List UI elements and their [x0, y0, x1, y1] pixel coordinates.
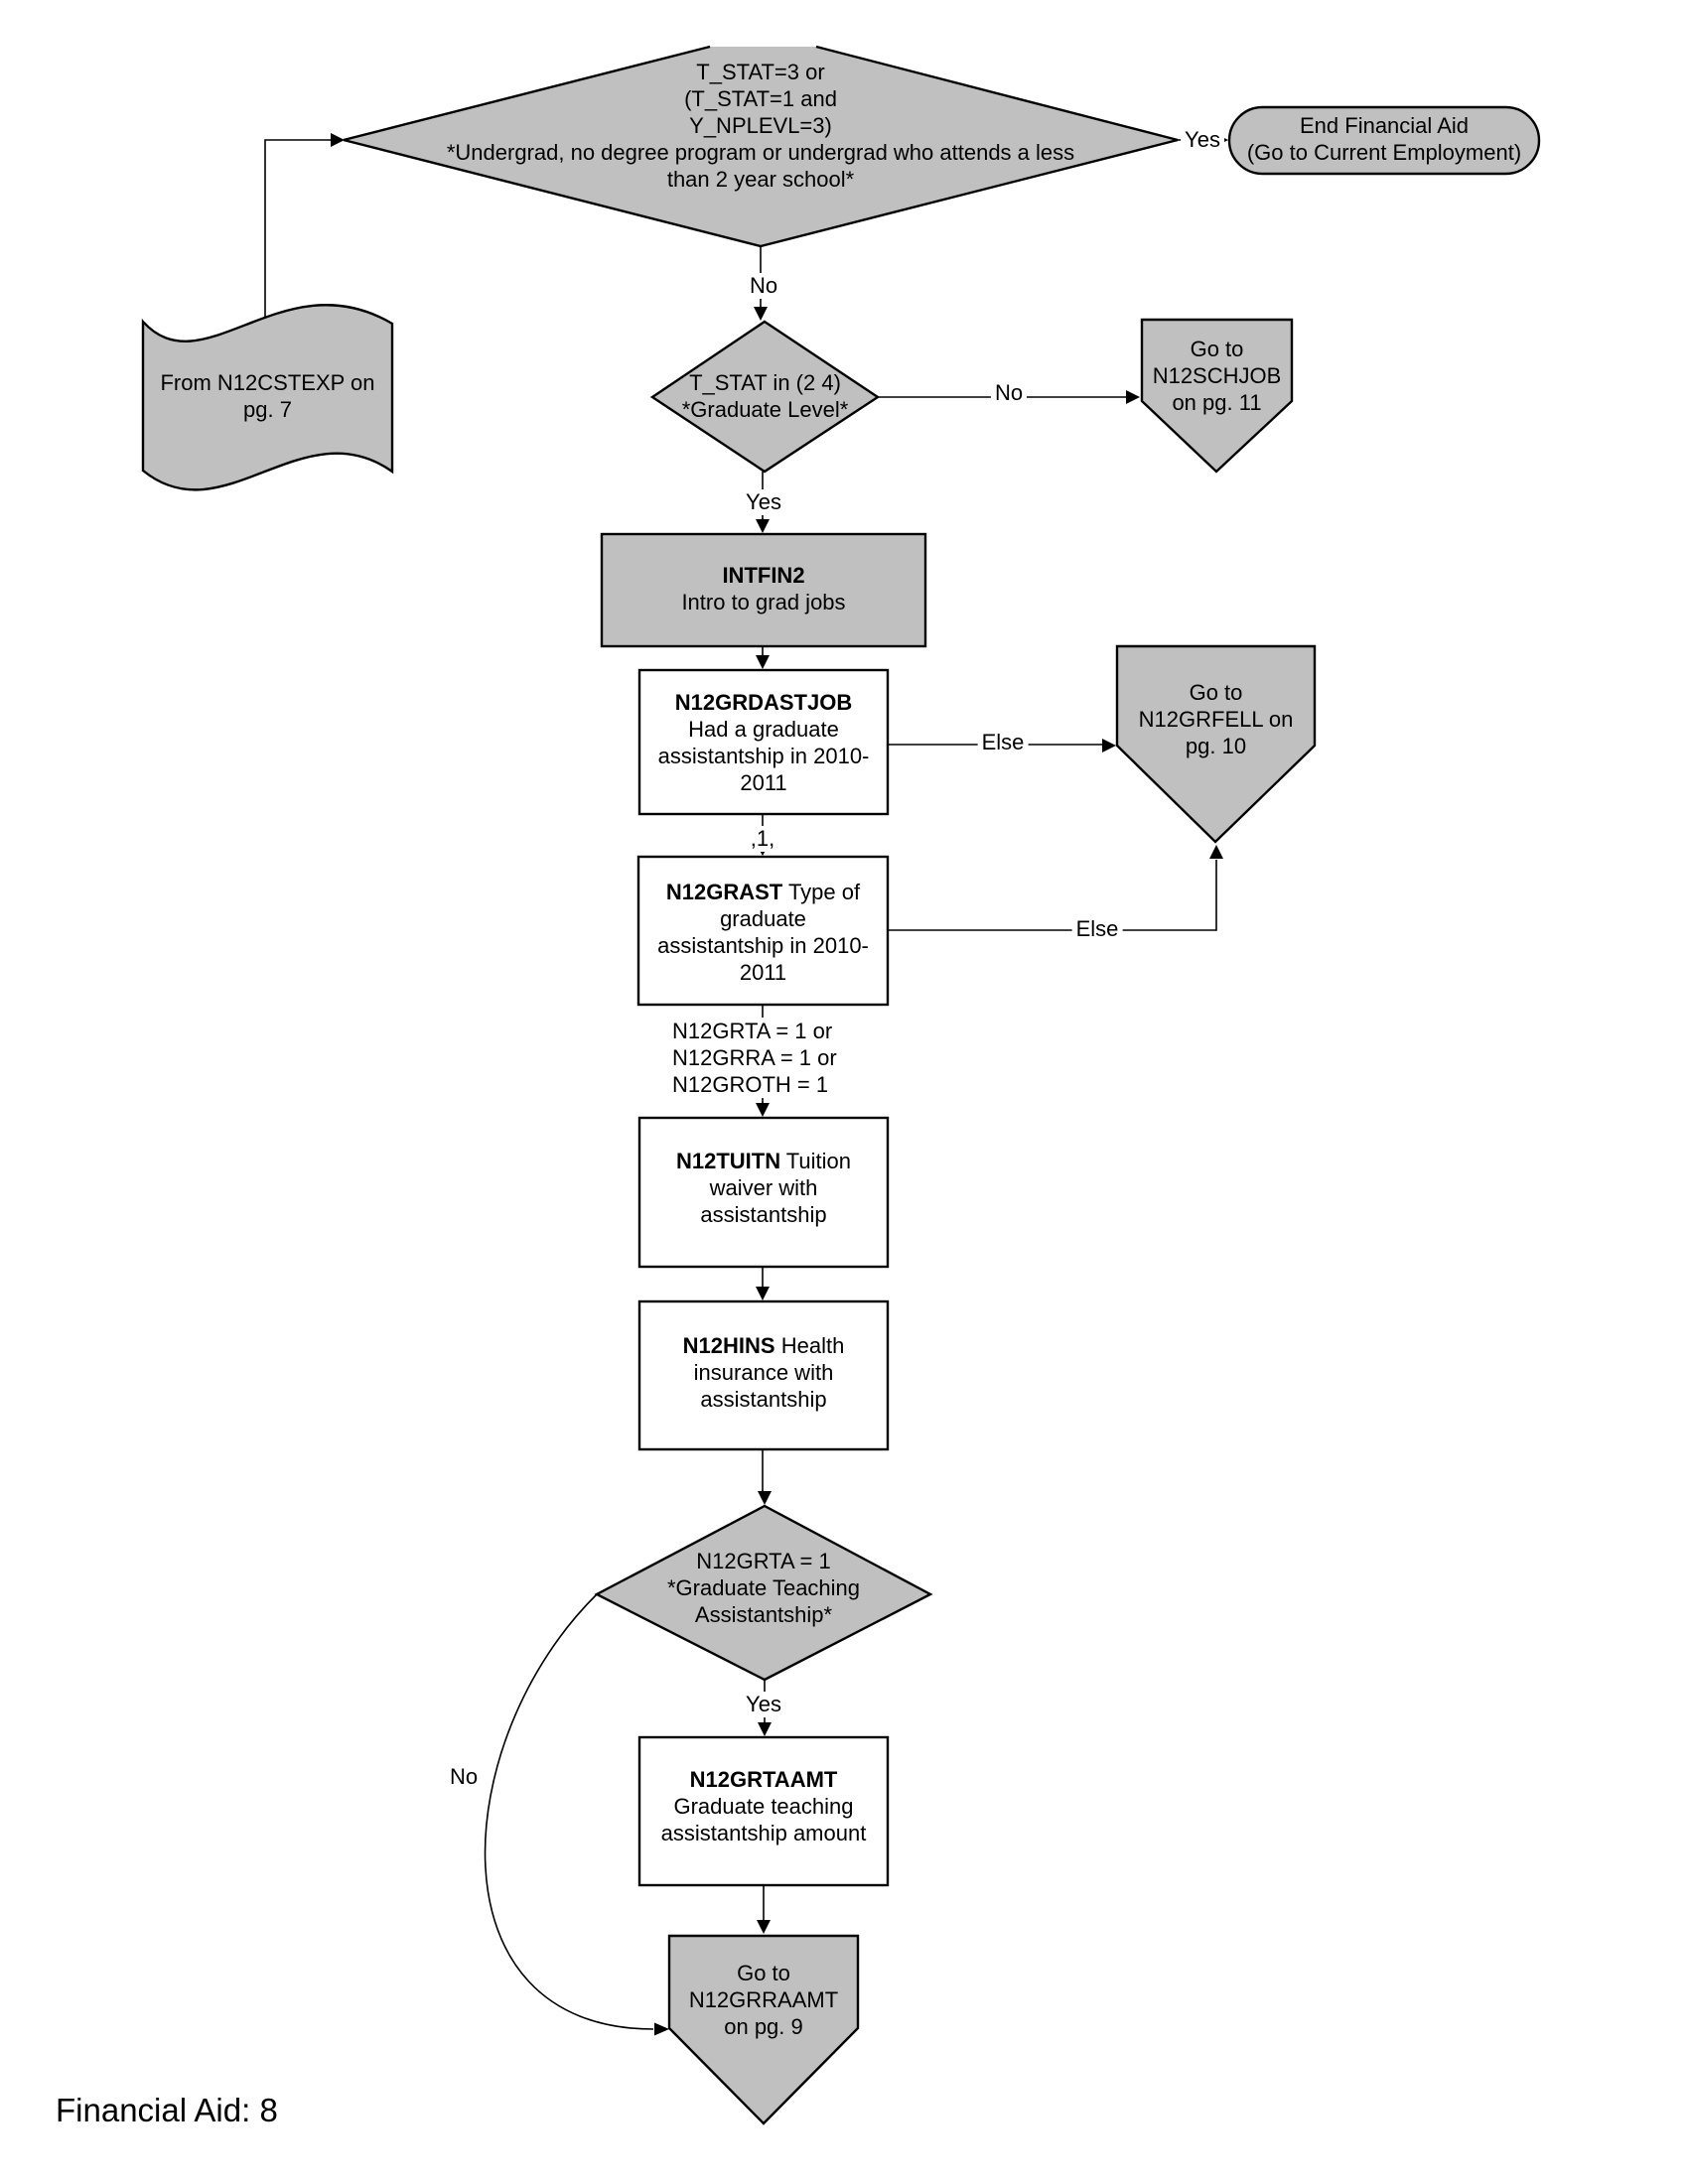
terminator-end-label: End Financial Aid (Go to Current Employm… [1246, 112, 1522, 165]
edge-label-else-grast: Else [1071, 916, 1123, 942]
arrowhead-into-grta-decision [758, 1491, 772, 1505]
edge-label-yes-intfin2: Yes [742, 489, 785, 515]
flag-from-ref-label: From N12CSTEXP on pg. 7 [160, 369, 375, 422]
connector-fromref-to-undergrad-decision [264, 139, 334, 332]
flag-from-ref [141, 304, 394, 491]
process-n12hins [637, 1299, 890, 1451]
decision-undergrad-fill [344, 47, 1178, 246]
edge-label-no-grraamt: No [445, 1764, 483, 1790]
decision-undergrad-label: T_STAT=3 or (T_STAT=1 and Y_NPLEVL=3) *U… [446, 59, 1075, 192]
process-n12grtaamt [637, 1735, 890, 1887]
offpage-goto-n12grfell [1115, 644, 1317, 844]
arrowhead-into-grdastjob [756, 655, 770, 669]
process-n12grdastjob-label: N12GRDASTJOB Had a graduate assistantshi… [657, 690, 870, 795]
offpage-goto-n12schjob [1140, 318, 1294, 474]
arrowhead-into-grraamt-top [757, 1920, 771, 1934]
terminator-end-financial-aid [1227, 105, 1541, 176]
connector-no-to-grraamt [484, 1593, 654, 2030]
arrowhead-into-grtaamt [758, 1722, 772, 1736]
arrowhead-into-grfell-side [1102, 739, 1116, 752]
process-n12grdastjob [637, 668, 890, 816]
arrowhead-into-grfell-bottom [1209, 845, 1223, 859]
decision-grad-level-label: T_STAT in (2 4) *Graduate Level* [681, 369, 849, 422]
arrowhead-into-hins [756, 1287, 770, 1300]
decision-grta [594, 1504, 933, 1682]
edge-label-no-grad-decision: No [745, 273, 782, 299]
arrowheads [331, 133, 1228, 2036]
process-n12tuitn-label: N12TUITN Tuition waiver with assistantsh… [675, 1149, 852, 1227]
arrowhead-into-schjob [1126, 390, 1140, 404]
process-intfin2 [600, 532, 927, 648]
arrowhead-into-undergrad-decision [331, 133, 345, 147]
edge-label-else-grdastjob: Else [977, 730, 1029, 755]
arrowhead-into-tuitn [756, 1103, 770, 1117]
arrowhead-into-intfin2 [756, 519, 770, 533]
process-n12grast-label: N12GRAST Type of graduate assistantship … [657, 880, 869, 985]
page-footer: Financial Aid: 8 [56, 2092, 278, 2128]
arrowhead-into-grad-decision [754, 307, 768, 321]
offpage-grraamt-label: Go to N12GRRAAMT on pg. 9 [688, 1960, 839, 2039]
edge-label-val-1: ,1, [746, 826, 779, 852]
process-n12grtaamt-label: N12GRTAAMT Graduate teaching assistantsh… [660, 1766, 867, 1845]
decision-grta-label: N12GRTA = 1 *Graduate Teaching Assistant… [666, 1549, 861, 1627]
edge-label-yes-end: Yes [1181, 127, 1224, 153]
process-intfin2-label: INTFIN2 Intro to grad jobs [681, 562, 846, 614]
decision-undergrad-outline [343, 45, 1179, 248]
edge-label-yes-grtaamt: Yes [742, 1692, 785, 1717]
connector-else-grast-to-grfell [888, 860, 1217, 931]
edge-label-grta-condition: N12GRTA = 1 or N12GRRA = 1 or N12GROTH =… [672, 1018, 843, 1098]
process-n12hins-label: N12HINS Health insurance with assistants… [682, 1332, 845, 1412]
edge-label-no-schjob: No [990, 380, 1028, 406]
arrowhead-into-grraamt-side [654, 2022, 669, 2036]
offpage-grfell-label: Go to N12GRFELL on pg. 10 [1138, 680, 1294, 758]
process-n12grast [636, 855, 890, 1007]
offpage-goto-n12grraamt [667, 1934, 860, 2125]
shapes [141, 45, 1541, 2125]
process-n12tuitn [637, 1116, 890, 1269]
offpage-schjob-label: Go to N12SCHJOB on pg. 11 [1152, 336, 1282, 415]
decision-grad-level [649, 320, 881, 474]
